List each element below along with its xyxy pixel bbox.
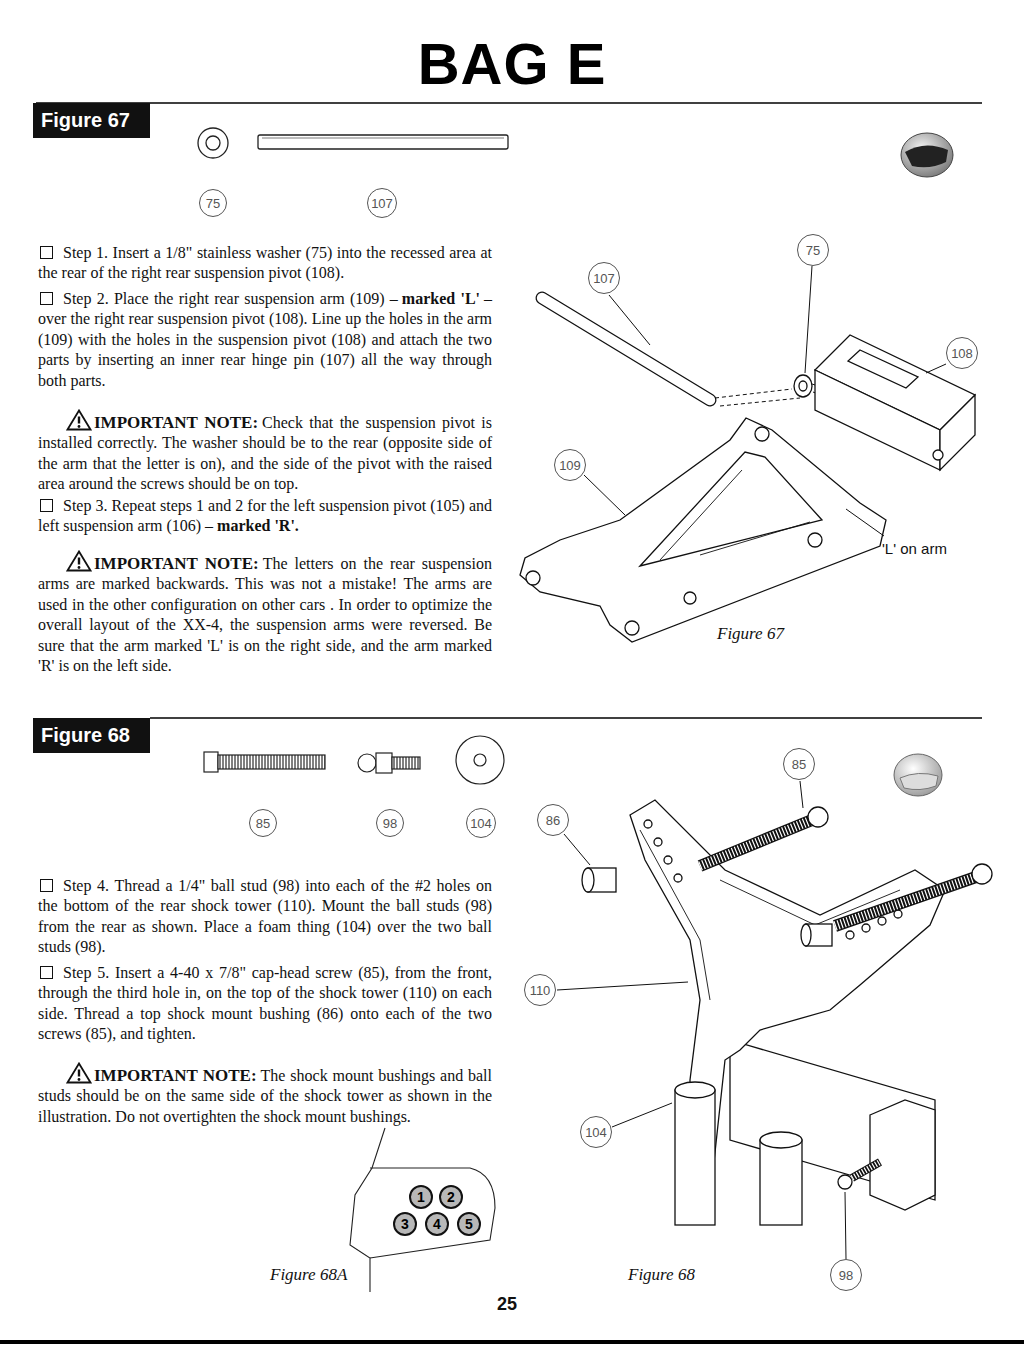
callout-number: 104 — [466, 808, 496, 838]
callout-number: 108 — [946, 337, 978, 369]
callout-number: 75 — [797, 234, 829, 266]
callout-number: 85 — [249, 809, 277, 837]
important-note: IMPORTANT NOTE:The letters on the rear s… — [38, 550, 492, 676]
checkbox — [40, 499, 53, 512]
rules — [0, 103, 1024, 1342]
callout-number: 85 — [783, 748, 815, 780]
hole-number: 1 — [409, 1185, 433, 1209]
callout-text: 107 — [593, 271, 615, 286]
callout-number: 98 — [830, 1259, 862, 1291]
callout-number: 110 — [524, 974, 556, 1006]
callout-text: 85 — [792, 757, 806, 772]
hole-number: 3 — [393, 1212, 417, 1236]
callout-text: 86 — [546, 813, 560, 828]
callout-text: 75 — [206, 196, 220, 211]
figure-band: Figure 68 — [33, 718, 150, 753]
checkbox — [40, 292, 53, 305]
important-note: IMPORTANT NOTE:The shock mount bushings … — [38, 1062, 492, 1127]
callout-text: 75 — [806, 243, 820, 258]
callout-number: 107 — [367, 188, 397, 218]
checkbox — [40, 966, 53, 979]
figure-label: Figure 67 — [41, 109, 130, 132]
callout-text: 107 — [371, 196, 393, 211]
assembly-step: Step 5. Insert a 4-40 x 7/8" cap-head sc… — [38, 963, 492, 1045]
figure-67-drawing — [520, 266, 975, 642]
callout-text: 4 — [433, 1216, 441, 1232]
callout-text: 85 — [256, 816, 270, 831]
callout-text: 109 — [559, 458, 581, 473]
warning-icon — [66, 1062, 92, 1084]
warning-icon — [66, 409, 92, 431]
emphasis-text: marked 'L' — [402, 290, 480, 307]
emphasis-text: marked 'R'. — [217, 517, 299, 534]
callout-text: 108 — [951, 346, 973, 361]
callout-number: 75 — [199, 189, 227, 217]
important-note: IMPORTANT NOTE:Check that the suspension… — [38, 409, 492, 495]
page-number: 25 — [497, 1294, 517, 1315]
checkbox — [40, 246, 53, 259]
callout-number: 107 — [588, 262, 620, 294]
figure-caption: Figure 68A — [270, 1265, 347, 1285]
assembly-step: Step 4. Thread a 1/4" ball stud (98) int… — [38, 876, 492, 958]
part-note: 'L' on arm — [882, 540, 947, 557]
callout-text: 5 — [465, 1216, 473, 1232]
callout-text: 98 — [839, 1268, 853, 1283]
hole-number: 5 — [457, 1212, 481, 1236]
figure-68-drawing — [557, 781, 992, 1259]
emphasis-text: IMPORTANT NOTE: — [94, 554, 259, 573]
instruction-text: Step 4. Thread a 1/4" ball stud (98) int… — [38, 877, 492, 955]
callout-text: 110 — [530, 983, 551, 998]
callout-number: 104 — [580, 1116, 612, 1148]
callout-text: 3 — [401, 1216, 409, 1232]
assembly-step: Step 1. Insert a 1/8" stainless washer (… — [38, 243, 492, 284]
page-title: BAG E — [0, 30, 1024, 97]
parts-row-67 — [198, 128, 508, 158]
emphasis-text: IMPORTANT NOTE: — [94, 413, 258, 432]
hole-number: 4 — [425, 1212, 449, 1236]
assembly-step: Step 3. Repeat steps 1 and 2 for the lef… — [38, 496, 492, 537]
instruction-text: Step 2. Place the right rear suspension … — [63, 290, 398, 307]
figure-caption: Figure 68 — [628, 1265, 695, 1285]
assembly-step: Step 2. Place the right rear suspension … — [38, 289, 492, 391]
callout-number: 86 — [537, 804, 569, 836]
emphasis-text: IMPORTANT NOTE: — [94, 1066, 257, 1085]
callout-number: 98 — [376, 809, 404, 837]
figure-caption: Figure 67 — [717, 624, 784, 644]
checkbox — [40, 879, 53, 892]
callout-text: 104 — [585, 1125, 607, 1140]
instruction-text: Step 5. Insert a 4-40 x 7/8" cap-head sc… — [38, 964, 492, 1042]
callout-text: 2 — [447, 1189, 455, 1205]
instruction-text: Step 1. Insert a 1/8" stainless washer (… — [38, 244, 492, 281]
parts-row-68 — [204, 736, 504, 784]
callout-number: 109 — [554, 449, 586, 481]
figure-68a-inset — [350, 1128, 495, 1292]
figure-label: Figure 68 — [41, 724, 130, 747]
hole-number: 2 — [439, 1185, 463, 1209]
callout-text: 98 — [383, 816, 397, 831]
warning-icon — [66, 550, 92, 572]
callout-text: 104 — [470, 816, 492, 831]
figure-band: Figure 67 — [33, 103, 150, 138]
callout-text: 1 — [417, 1189, 425, 1205]
